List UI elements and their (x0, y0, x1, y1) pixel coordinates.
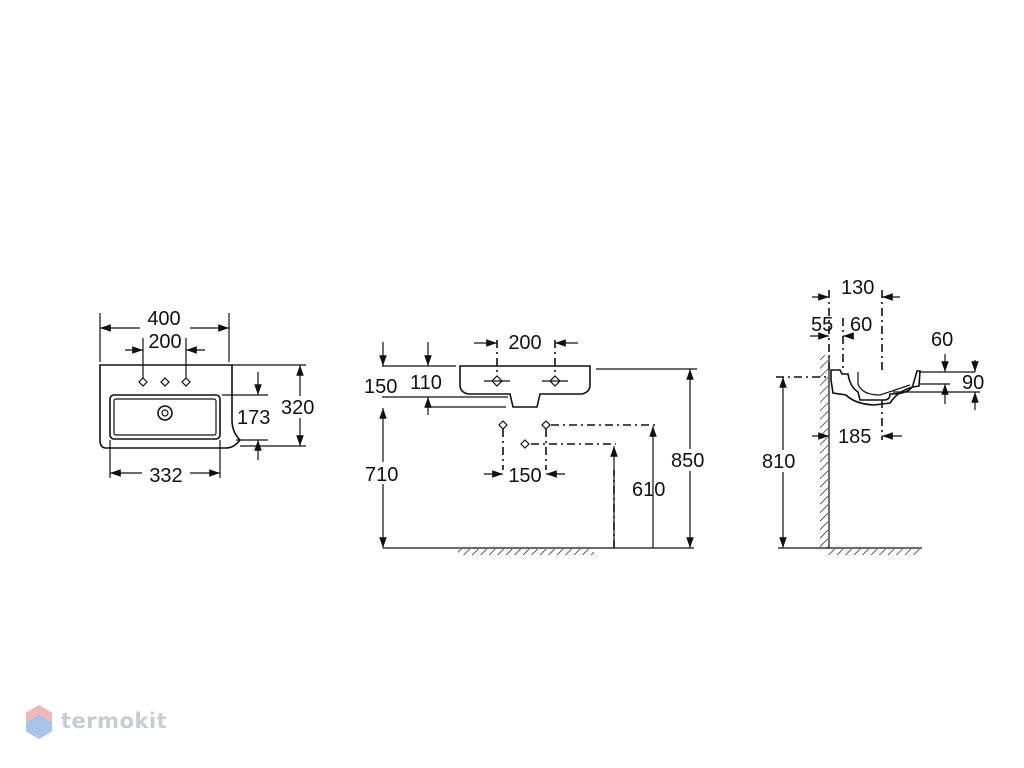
front-view: 400 200 332 173 320 (99, 307, 321, 487)
side-tap-offset-label: 60 (850, 314, 872, 336)
side-view: 130 55 60 60 90 185 810 (760, 277, 984, 555)
side-wall-gap-label: 55 (811, 314, 833, 336)
basin-elevation-outline (459, 365, 591, 408)
elev-tap-spacing-label: 200 (508, 332, 541, 354)
bowl-inner-outline (113, 398, 217, 436)
tap-hole-icon (484, 375, 568, 387)
bowl-outline (109, 394, 221, 440)
elev-rim-outer-label: 150 (364, 376, 397, 398)
front-depth-label: 320 (281, 397, 314, 419)
elevation-view: 200 150 110 710 150 610 (362, 332, 713, 555)
elev-rim-inner-label: 110 (410, 372, 442, 394)
basin-side-outline (830, 369, 921, 406)
front-tap-spacing-label: 200 (148, 331, 181, 353)
side-projection-label: 185 (838, 426, 871, 448)
floor-hatch (458, 549, 594, 555)
front-bowl-depth-label: 173 (237, 407, 270, 429)
side-floor-hatch (826, 549, 920, 555)
side-rim-thickness-label: 60 (931, 329, 953, 351)
elev-floor-bowl-label: 710 (365, 464, 398, 486)
elev-pipe-spacing-label: 150 (508, 465, 541, 487)
elev-floor-pipe-label: 610 (632, 479, 665, 501)
wall-hatch (820, 355, 828, 548)
side-depth-label: 130 (841, 277, 874, 299)
front-width-label: 400 (147, 308, 180, 330)
drain-icon (157, 405, 173, 421)
brand-logo-icon (26, 705, 52, 739)
supply-pipe-icon (498, 420, 551, 449)
brand-name: termokit (61, 709, 168, 733)
basin-outline (99, 364, 242, 449)
elev-floor-rim-label: 850 (671, 450, 704, 472)
side-floor-rim-label: 810 (762, 451, 795, 473)
tap-hole-icon (138, 377, 191, 387)
front-bowl-width-label: 332 (149, 465, 182, 487)
side-rim-height-label: 90 (962, 372, 984, 394)
